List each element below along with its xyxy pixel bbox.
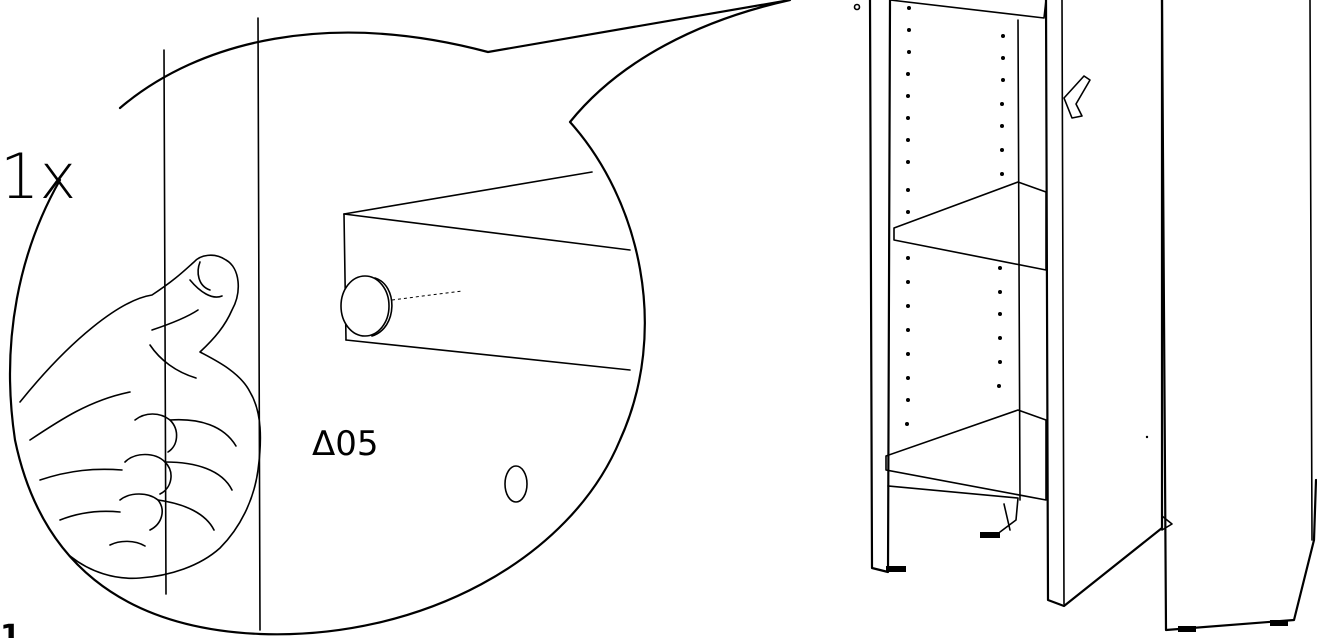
shelf-detail: [343, 171, 631, 371]
cabinet-lower-shelf: [885, 409, 1047, 501]
cabinet-open-door: [1044, 0, 1164, 608]
cabinet-left-panel: [868, 0, 892, 574]
door-handle-icon: [1063, 75, 1091, 119]
thumb-press-hand-icon: [19, 254, 262, 580]
part-label: Δ05: [312, 424, 379, 464]
hole-outline: [504, 465, 528, 503]
cabinet-foot-right-a: [1178, 626, 1196, 632]
detail-magnifier: 1x Δ05: [0, 0, 792, 636]
cabinet-foot-left: [886, 566, 906, 572]
shelf-pin-holes-left: [905, 6, 911, 426]
cabinet-illustration: [853, 0, 1317, 632]
cabinet-foot-right-b: [1270, 620, 1288, 626]
panel-edge-right: [257, 17, 261, 631]
cabinet-right-door: [1160, 0, 1317, 632]
shelf-pin-holes-right: [997, 34, 1005, 388]
cabinet-foot-middle: [980, 532, 1000, 538]
cabinet-top-shelf: [889, 0, 1047, 19]
cam-cap-icon: [340, 275, 463, 337]
quantity-label: 1x: [0, 140, 76, 213]
cabinet-middle-shelf: [893, 181, 1047, 271]
panel-edge-left: [163, 49, 167, 595]
step-number: 1: [0, 619, 21, 638]
magnifier-outline: [8, 0, 792, 636]
cam-hole-top: [853, 3, 861, 11]
